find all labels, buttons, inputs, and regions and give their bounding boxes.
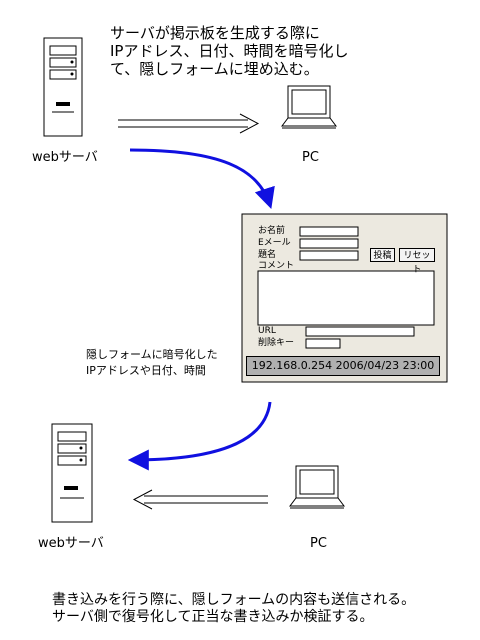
pc-top-label: PC xyxy=(302,150,319,165)
pc-bottom-label: PC xyxy=(310,536,327,551)
blue-arrow-to-form xyxy=(129,148,275,209)
blue-arrow-to-server xyxy=(127,401,272,471)
hidden-field-value: 192.168.0.254 2006/04/23 23:00 xyxy=(246,356,440,376)
arrow-pc-to-server xyxy=(132,489,268,510)
form-panel xyxy=(241,213,448,383)
pc-top-icon xyxy=(281,85,337,129)
server-bottom-icon xyxy=(51,423,93,523)
caption-top: サーバが掲示板を生成する際に IPアドレス、日付、時間を暗号化し て、隠しフォー… xyxy=(110,24,349,78)
form-comment-label: コメント xyxy=(258,261,295,271)
pc-bottom-icon xyxy=(289,465,345,509)
caption-bottom: 書き込みを行う際に、隠しフォームの内容も送信される。 サーバ側で復号化して正当な… xyxy=(52,592,416,625)
submit-button[interactable]: 投稿 xyxy=(370,248,395,262)
server-top-label: webサーバ xyxy=(32,150,98,165)
form-url-label: URL xyxy=(258,326,276,336)
form-subject-label: 題名 xyxy=(258,250,277,260)
reset-button[interactable]: リセット xyxy=(399,248,435,275)
form-name-label: お名前 xyxy=(258,226,286,236)
server-top-icon xyxy=(43,37,83,137)
caption-middle: 隠しフォームに暗号化した IPアドレスや日付、時間 xyxy=(86,348,218,377)
server-bottom-label: webサーバ xyxy=(38,536,104,551)
form-email-label: Eメール xyxy=(258,238,291,248)
arrow-server-to-pc xyxy=(118,113,260,134)
form-delete-key-label: 削除キー xyxy=(258,338,295,348)
